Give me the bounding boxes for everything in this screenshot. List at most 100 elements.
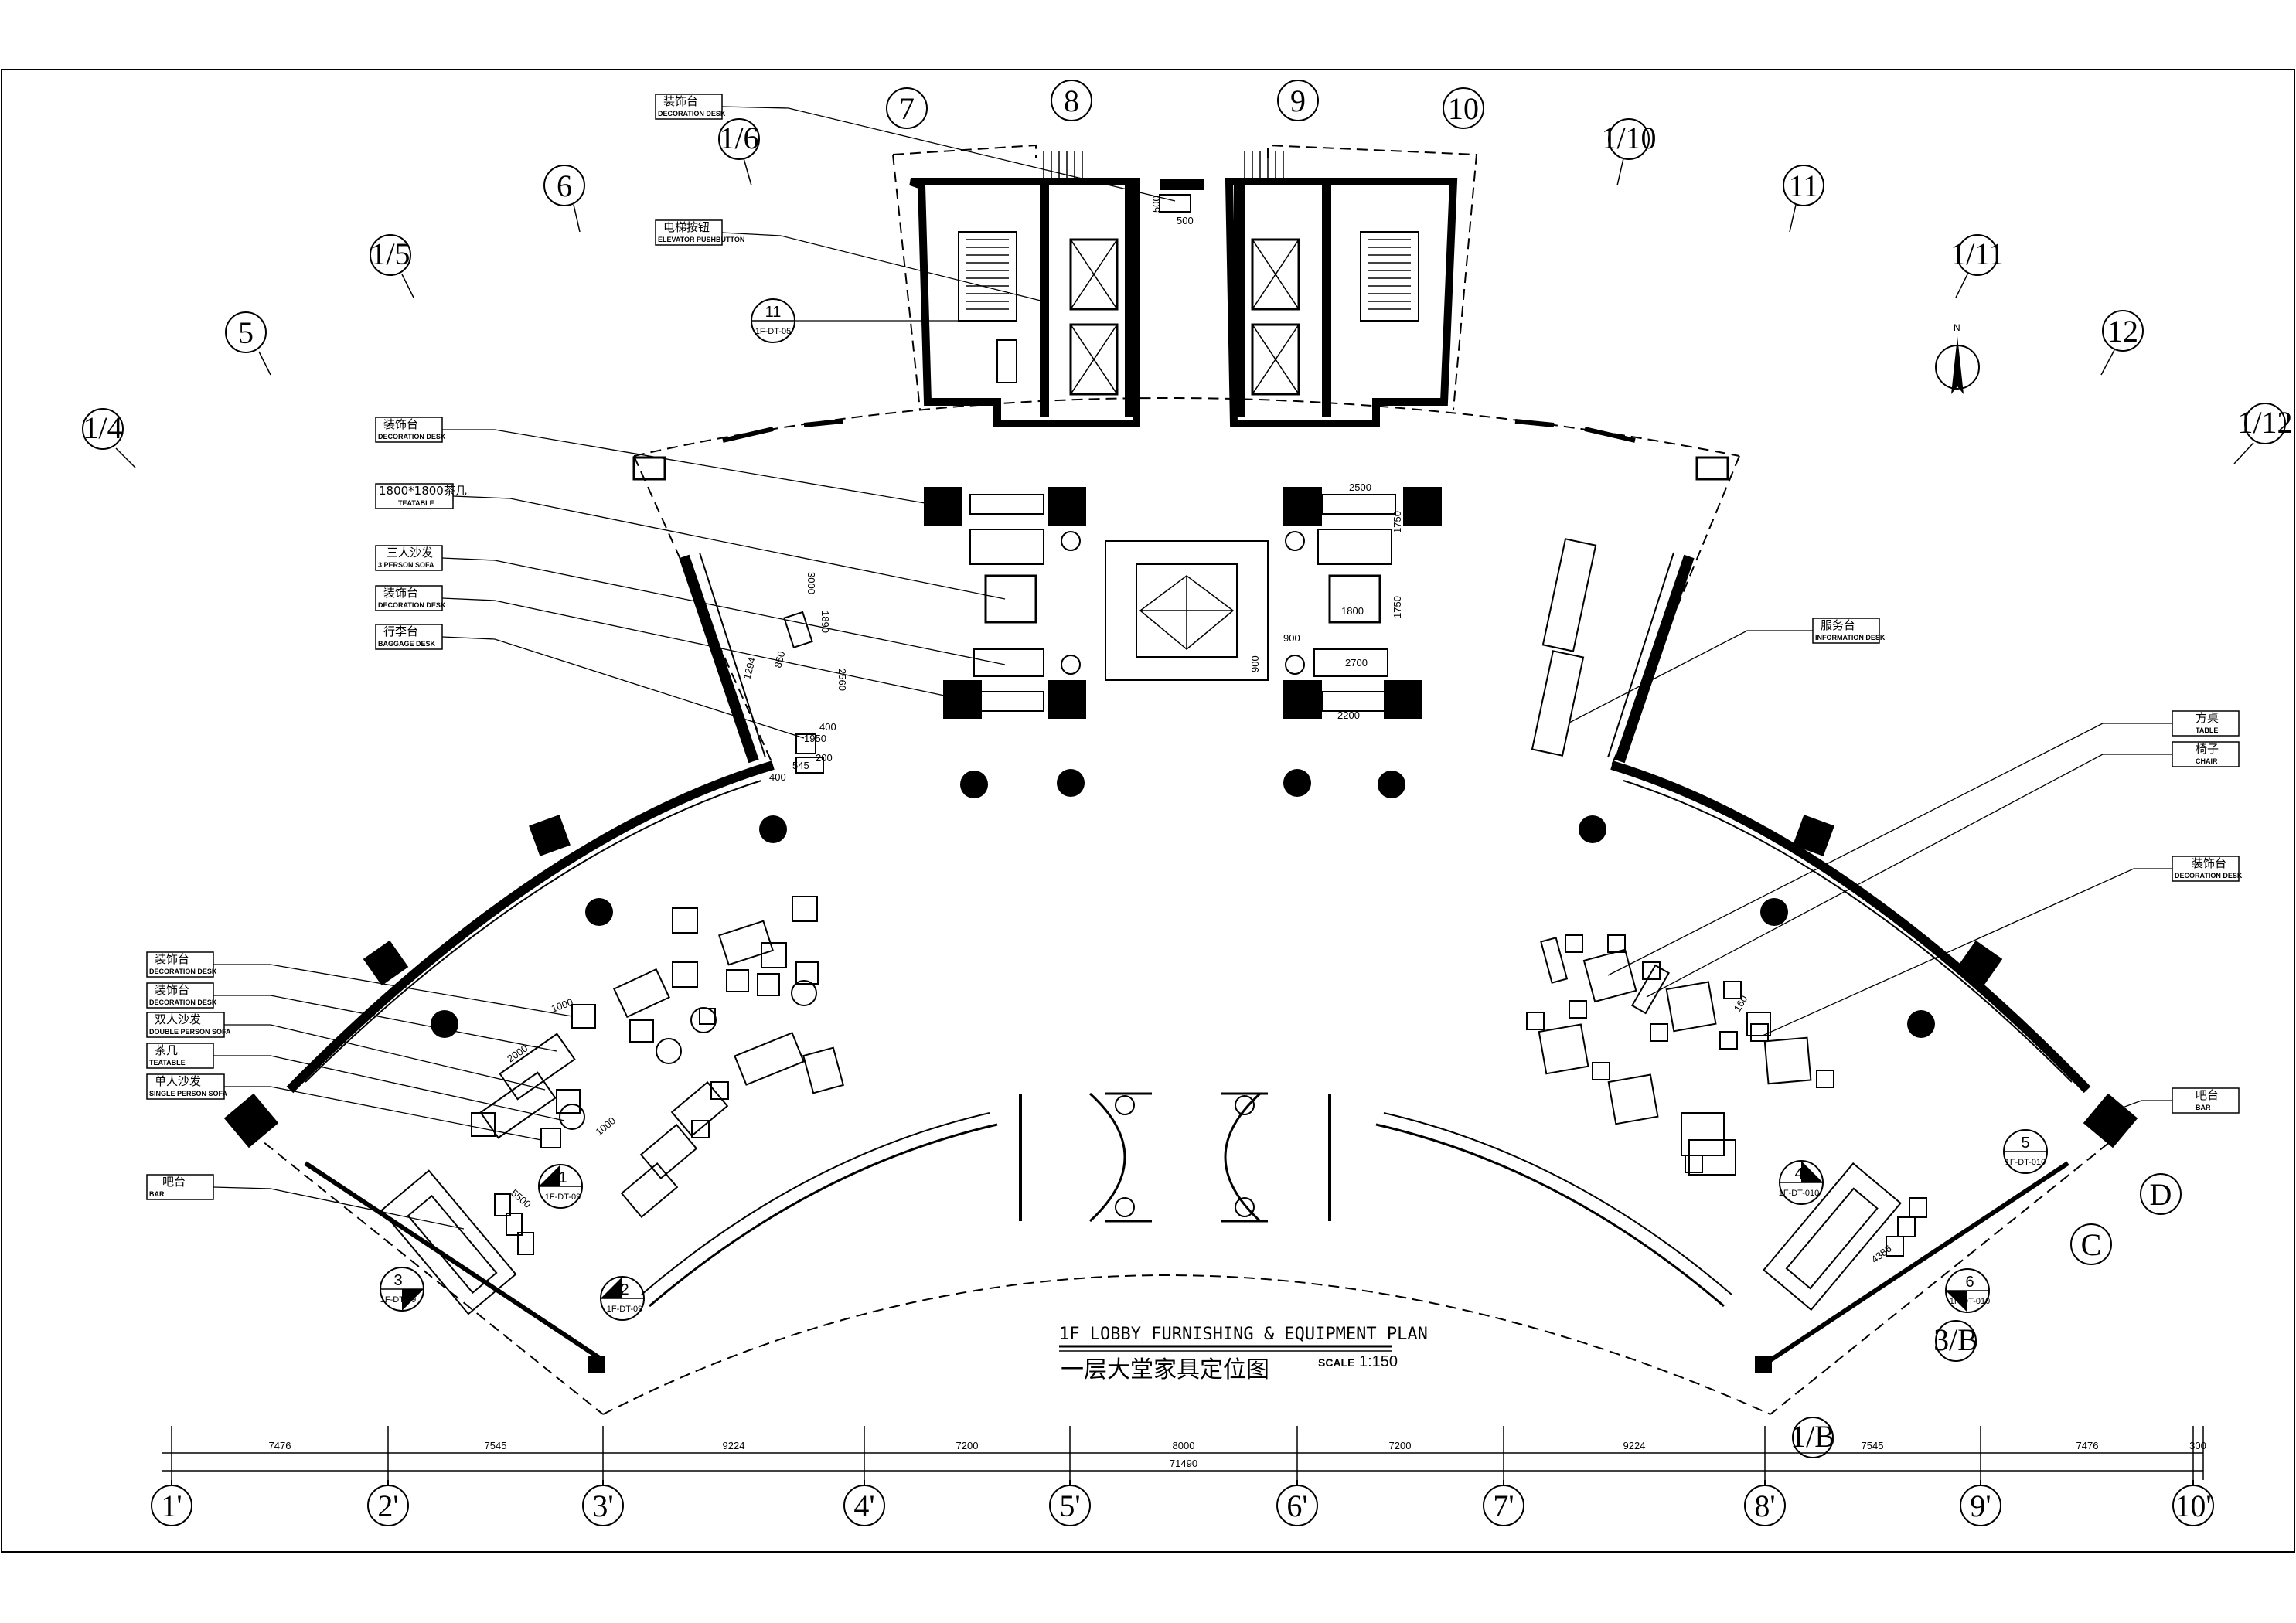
elevator-core [892,144,1478,427]
dimension: 400 [769,771,786,783]
grid-label: 8 [1064,83,1079,118]
grid-label: 9 [1290,83,1306,118]
callout-en: TEATABLE [398,499,434,507]
dimension-labels: 500 500 2500 1750 1800 1750 900 2700 220… [505,196,1894,1265]
span-label: 7476 [2076,1440,2099,1451]
callout-en: CHAIR [2196,757,2218,765]
axis-label: 3' [592,1489,613,1523]
callout-en: TABLE [2196,726,2218,734]
callout-en: DECORATION DESK [149,968,217,975]
dimension: 1294 [741,656,758,681]
grid-label: 1/4 [83,410,122,445]
dimension: 2200 [1337,709,1360,721]
grid-label: 10 [1448,91,1479,126]
scale-label: SCALE [1318,1356,1354,1369]
left-lounge-seating [380,896,845,1315]
callout-cn: 1800*1800茶几 [379,484,467,498]
section-number: 6 [1965,1274,1974,1291]
axis-label: 7' [1493,1489,1514,1523]
dimension: 1950 [804,733,826,744]
dimension: 160 [1732,993,1750,1013]
dimension: 2560 [836,669,848,691]
dimension: 1000 [550,996,574,1015]
callout-en: BAGGAGE DESK [378,640,436,648]
dimension: 1800 [1341,605,1364,617]
callout-cn: 装饰台 [2192,856,2226,870]
dimension: 500 [1177,215,1194,226]
callout-cn: 吧台 [162,1175,186,1189]
grid-label: C [2081,1227,2102,1262]
section-markers: 11 1F-DT-05 1 1F-DT-09 2 1F-DT-09 3 1F-D… [380,298,2048,1321]
span-label: 7200 [1389,1440,1412,1451]
section-ref: 1F-DT-010 [1950,1297,1991,1306]
section-ref: 1F-DT-05 [755,327,791,336]
dimension: 1750 [1392,511,1403,533]
axis-label: 1' [161,1489,182,1523]
section-ref: 1F-DT-09 [545,1193,581,1202]
section-number: 1 [558,1169,567,1186]
axis-label: 2' [377,1489,398,1523]
callout-en: DOUBLE PERSON SOFA [149,1028,231,1036]
dimension: 900 [1249,655,1261,672]
callout-cn: 吧台 [2196,1088,2219,1102]
dimension: 400 [819,721,836,733]
callout-cn: 装饰台 [383,586,418,600]
right-cafe-seating [1526,538,1927,1312]
callout-en: INFORMATION DESK [1815,634,1886,641]
grid-label: 11 [1789,168,1819,203]
north-label: N [1954,322,1960,333]
grid-label: 3/B [1933,1322,1978,1357]
callout-en: BAR [149,1190,165,1198]
span-label: 7545 [485,1440,507,1451]
grid-label: D [2150,1177,2172,1212]
grid-label: 12 [2107,314,2138,349]
grid-label: 1/B [1790,1419,1835,1454]
section-number: 11 [765,304,782,321]
drawing-frame [1,69,2295,1553]
axis-label: 5' [1059,1489,1080,1523]
dimension: 500 [1150,196,1162,213]
dimension: 2700 [1345,657,1368,669]
dimension: 3000 [806,572,817,594]
dimension: 1890 [819,611,831,633]
callout-cn: 三人沙发 [387,546,433,560]
dimension: 850 [772,650,787,669]
callout-en: TEATABLE [149,1059,186,1067]
section-number: 4 [1794,1165,1803,1182]
axis-label: 9' [1970,1489,1991,1523]
callout-cn: 装饰台 [383,417,418,431]
callout-cn: 装饰台 [155,952,189,966]
scale-value: 1:150 [1359,1353,1398,1370]
grid-label: 1/10 [1601,121,1656,155]
callout-cn: 茶几 [155,1043,178,1057]
callout-cn: 行李台 [383,624,418,638]
dimension: 5500 [509,1187,533,1210]
axis-label: 8' [1754,1489,1775,1523]
callout-en: 3 PERSON SOFA [378,561,434,569]
grid-label: 1/6 [719,121,758,155]
dimension: 2500 [1349,481,1371,493]
entrance-doors [1019,1092,1331,1223]
bottom-axis: 7476 7545 9224 7200 8000 7200 9224 7545 … [151,1426,2214,1526]
callout-cn: 服务台 [1821,618,1855,632]
callout-en: ELEVATOR PUSHBUTTON [658,236,744,243]
north-arrow-icon: N [1935,322,1980,394]
callout-labels: 装饰台 DECORATION DESK 电梯按钮 ELEVATOR PUSHBU… [146,94,2243,1230]
grid-bubbles-top: 7 8 9 10 1/6 6 1/5 5 1/4 1/10 11 1/11 12… [82,80,2293,468]
span-label: 7545 [1862,1440,1884,1451]
span-label: 300 [2189,1440,2206,1451]
central-lounge [924,487,1442,719]
grid-label: 6 [557,168,572,203]
axis-label: 6' [1286,1489,1307,1523]
callout-en: DECORATION DESK [658,110,726,117]
span-label: 7476 [269,1440,291,1451]
span-label: 9224 [723,1440,745,1451]
grid-label: 1/12 [2237,405,2292,440]
grid-label: 7 [899,91,915,126]
span-label: 9224 [1623,1440,1646,1451]
axis-label: 10' [2175,1489,2211,1523]
round-columns [431,769,1935,1038]
title-en: 1F LOBBY FURNISHING & EQUIPMENT PLAN [1059,1325,1428,1344]
baggage-desks [783,611,824,774]
